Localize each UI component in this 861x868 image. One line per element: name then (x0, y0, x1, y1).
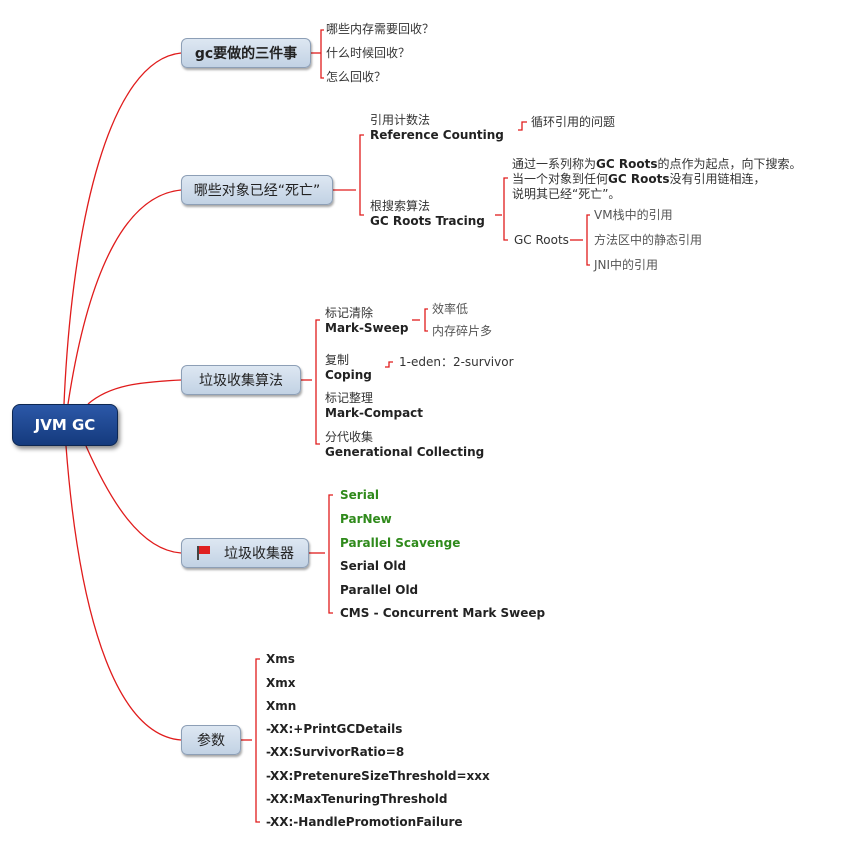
root-vm-stack: VM栈中的引用 (594, 208, 673, 222)
connector-root-b4 (85, 445, 182, 554)
coping-cn: 复制 (325, 353, 350, 367)
reference-counting-cn: 引用计数法 (370, 113, 431, 127)
mark-compact-cn: 标记整理 (325, 391, 374, 405)
root-method-static: 方法区中的静态引用 (594, 233, 703, 247)
param-handle-promotion: -XX:-HandlePromotionFailure (266, 815, 463, 829)
topic-gc-collectors[interactable]: 垃圾收集器 (181, 538, 309, 568)
desc-text: 的点作为起点，向下搜索。 (657, 157, 802, 171)
gc-roots-tracing-cn: 根搜索算法 (370, 199, 431, 213)
connector-root-b5 (65, 445, 182, 741)
gc-roots-label: GC Roots (514, 233, 569, 247)
desc-gc-roots: GC Roots (608, 172, 670, 186)
gc-question-which: 哪些内存需要回收？ (326, 22, 435, 36)
param-pretenure-size: -XX:PretenureSizeThreshold=xxx (266, 769, 490, 783)
param-xms: Xms (266, 652, 295, 666)
desc-text: 当一个对象到任何 (512, 172, 609, 186)
param-print-gc-details: -XX:+PrintGCDetails (266, 722, 403, 736)
collector-serial-old: Serial Old (340, 559, 407, 573)
circular-reference-note: 循环引用的问题 (531, 115, 616, 129)
param-survivor-ratio: -XX:SurvivorRatio=8 (266, 745, 405, 759)
mark-sweep-en: Mark-Sweep (325, 321, 409, 335)
topic-parameters[interactable]: 参数 (181, 725, 241, 755)
root-jni: JNI中的引用 (594, 258, 659, 272)
topic-label: 哪些对象已经“死亡” (193, 183, 321, 199)
collector-parallel-old: Parallel Old (340, 583, 419, 597)
mark-sweep-low-efficiency: 效率低 (432, 302, 469, 316)
desc-gc-roots: GC Roots (596, 157, 658, 171)
param-xmx: Xmx (266, 676, 296, 690)
gc-roots-description-line2: 当一个对象到任何GC Roots没有引用链相连， (512, 172, 765, 187)
gc-roots-tracing-en: GC Roots Tracing (370, 214, 485, 228)
coping-ratio: 1-eden：2-survivor (399, 355, 514, 369)
collector-parallel-scavenge: Parallel Scavenge (340, 536, 461, 550)
generational-en: Generational Collecting (325, 445, 485, 459)
mark-sweep-cn: 标记清除 (325, 306, 374, 320)
connector-root-b3 (87, 379, 182, 405)
collector-parnew: ParNew (340, 512, 392, 526)
gc-question-when: 什么时候回收？ (326, 46, 411, 60)
collector-serial: Serial (340, 488, 380, 502)
desc-text: 通过一系列称为 (512, 157, 597, 171)
generational-cn: 分代收集 (325, 430, 374, 444)
coping-en: Coping (325, 368, 372, 382)
gc-roots-description-line3: 说明其已经“死亡”。 (512, 187, 621, 201)
topic-gc-three-tasks[interactable]: gc要做的三件事 (181, 38, 311, 68)
topic-label: 垃圾收集器 (224, 546, 294, 562)
reference-counting-en: Reference Counting (370, 128, 504, 142)
topic-label: gc要做的三件事 (194, 46, 298, 62)
mark-sweep-fragmentation: 内存碎片多 (432, 324, 493, 338)
topic-gc-algorithms[interactable]: 垃圾收集算法 (181, 365, 301, 395)
topic-label: 参数 (197, 733, 225, 749)
param-xmn: Xmn (266, 699, 297, 713)
gc-question-how: 怎么回收？ (326, 70, 387, 84)
connector-root-b2 (67, 189, 182, 405)
collector-cms: CMS - Concurrent Mark Sweep (340, 606, 546, 620)
topic-dead-objects[interactable]: 哪些对象已经“死亡” (181, 175, 333, 205)
root-node[interactable]: JVM GC (12, 404, 118, 446)
desc-text: 没有引用链相连， (669, 172, 766, 186)
mark-compact-en: Mark-Compact (325, 406, 424, 420)
topic-label: 垃圾收集算法 (199, 373, 283, 389)
connector-root-b1 (63, 52, 182, 405)
param-max-tenuring: -XX:MaxTenuringThreshold (266, 792, 448, 806)
gc-roots-description-line1: 通过一系列称为GC Roots的点作为起点，向下搜索。 (512, 157, 801, 172)
red-flag-icon (196, 546, 212, 560)
